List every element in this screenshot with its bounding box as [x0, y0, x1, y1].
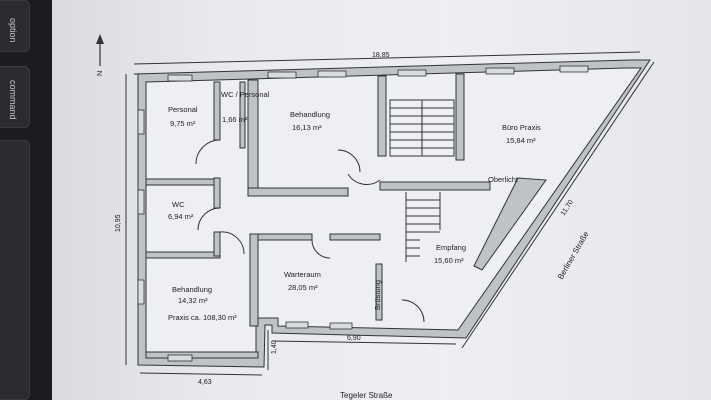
street-right: Berliner Straße — [556, 229, 591, 281]
key — [0, 140, 30, 400]
wall-behandlung-bottom — [247, 187, 349, 197]
street-bottom: Tegeler Straße — [340, 391, 393, 400]
stairs — [389, 99, 455, 262]
room-name: Behandlung — [172, 285, 212, 294]
wall-bruestung — [375, 263, 383, 321]
wall-wc-corridor-2 — [213, 231, 221, 257]
windows — [137, 65, 589, 362]
room-area: 1,66 m² — [222, 115, 248, 124]
dim-bottom-mid: 6,90 — [347, 335, 361, 342]
keyboard-edge: option command — [0, 0, 52, 400]
north-arrow-icon — [96, 34, 104, 66]
room-name: Empfang — [436, 243, 466, 252]
wall-personal-corridor — [213, 81, 221, 141]
wall-warteraum-top-2 — [329, 233, 381, 241]
room-name: WC — [172, 200, 185, 209]
wall-stairs-right — [455, 73, 465, 161]
bruestung-label: Brüstung — [373, 280, 382, 310]
room-area: 14,32 m² — [178, 296, 208, 305]
wall-wc-behandlung — [145, 251, 221, 259]
room-name: Behandlung — [290, 110, 330, 119]
door-arcs — [195, 139, 425, 323]
dim-bottom-left: 4,63 — [198, 379, 212, 386]
wall-warteraum-left — [249, 233, 259, 327]
wall-personal-wc — [145, 178, 221, 186]
dim-diag: 11,70 — [560, 199, 575, 217]
room-name: Warteraum — [284, 270, 321, 279]
oberlicht-label: Oberlicht — [488, 175, 519, 184]
room-extra: Praxis ca. 108,30 m² — [168, 313, 237, 322]
room-area: 15,60 m² — [434, 256, 464, 265]
north-label: N — [95, 71, 104, 76]
wall-empfang-diag — [473, 177, 547, 271]
room-area: 15,84 m² — [506, 136, 536, 145]
room-area: 9,75 m² — [170, 119, 196, 128]
dim-small-v: 1,40 — [271, 340, 278, 354]
dim-left: 10,95 — [115, 214, 122, 232]
room-name: Büro Praxis — [502, 123, 541, 132]
room-area: 28,05 m² — [288, 283, 318, 292]
room-name: Personal — [168, 105, 198, 114]
wall-behandlung-bottom-2 — [145, 351, 259, 359]
room-area: 6,94 m² — [168, 212, 194, 221]
option-key: option — [0, 0, 30, 52]
dim-top: 18,85 — [372, 52, 390, 59]
room-name: WC / Personal — [221, 90, 270, 99]
command-key: command — [0, 66, 30, 128]
wall-oberlicht — [379, 181, 491, 191]
room-area: 16,13 m² — [292, 123, 322, 132]
wall-wc-corridor — [213, 177, 221, 209]
wall-warteraum-top — [255, 233, 313, 241]
wall-stairs-left — [377, 75, 387, 157]
dimension-lines — [125, 51, 655, 376]
wall-wc-personal — [239, 81, 246, 149]
